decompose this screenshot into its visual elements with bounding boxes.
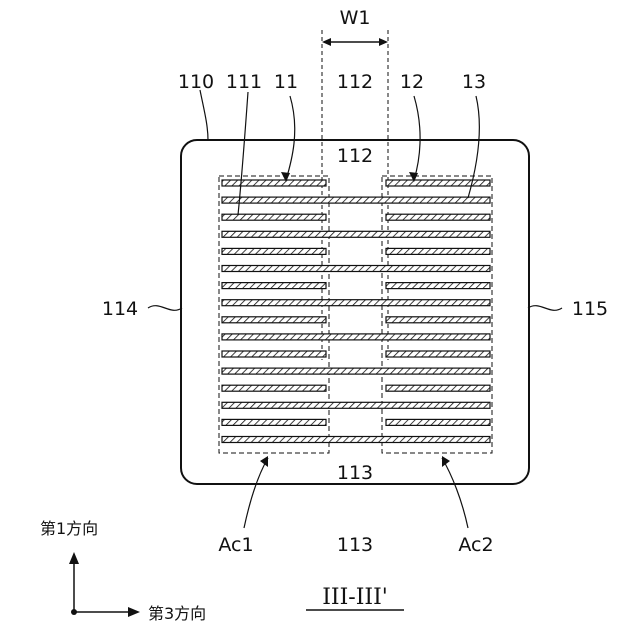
label-113: 113	[337, 534, 373, 556]
label-112-inner: 112	[337, 145, 373, 167]
full-electrode-plate	[222, 300, 490, 306]
label-first-direction: 第1方向	[40, 519, 98, 538]
direction-axes	[69, 552, 140, 617]
leader-115	[528, 306, 562, 311]
section-caption: III-III'	[322, 585, 388, 610]
right-electrode-plate	[386, 180, 490, 186]
label-ac2: Ac2	[458, 534, 493, 556]
w1-dimension-arrow	[322, 38, 388, 46]
right-electrode-plate	[386, 419, 490, 425]
right-electrode-plate	[386, 248, 490, 254]
label-third-direction: 第3方向	[148, 604, 206, 623]
label-12: 12	[400, 71, 424, 93]
label-13: 13	[462, 71, 486, 93]
left-electrode-plate	[222, 180, 326, 186]
label-114: 114	[102, 298, 138, 320]
right-electrode-plate	[386, 317, 490, 323]
full-electrode-plate	[222, 266, 490, 272]
left-electrode-plate	[222, 351, 326, 357]
label-111: 111	[226, 71, 262, 93]
left-electrode-plate	[222, 283, 326, 289]
left-electrode-plate	[222, 248, 326, 254]
label-110: 110	[178, 71, 214, 93]
full-electrode-plate	[222, 231, 490, 237]
full-electrode-plate	[222, 402, 490, 408]
left-electrode-plate	[222, 419, 326, 425]
label-11: 11	[274, 71, 298, 93]
right-electrode-plate	[386, 214, 490, 220]
right-electrode-plate	[386, 351, 490, 357]
body-110	[181, 140, 529, 484]
leader-114	[148, 306, 182, 311]
label-ac1: Ac1	[218, 534, 253, 556]
label-112: 112	[337, 71, 373, 93]
full-electrode-plate	[222, 334, 490, 340]
label-113-inner: 113	[337, 462, 373, 484]
full-electrode-plate	[222, 368, 490, 374]
right-electrode-plate	[386, 283, 490, 289]
right-electrode-plate	[386, 385, 490, 391]
leader-110	[200, 90, 208, 140]
full-electrode-plate	[222, 197, 490, 203]
left-electrode-plate	[222, 385, 326, 391]
full-electrode-plate	[222, 437, 490, 443]
label-w1: W1	[340, 7, 371, 29]
left-electrode-plate	[222, 317, 326, 323]
left-electrode-plate	[222, 214, 326, 220]
label-115: 115	[572, 298, 608, 320]
